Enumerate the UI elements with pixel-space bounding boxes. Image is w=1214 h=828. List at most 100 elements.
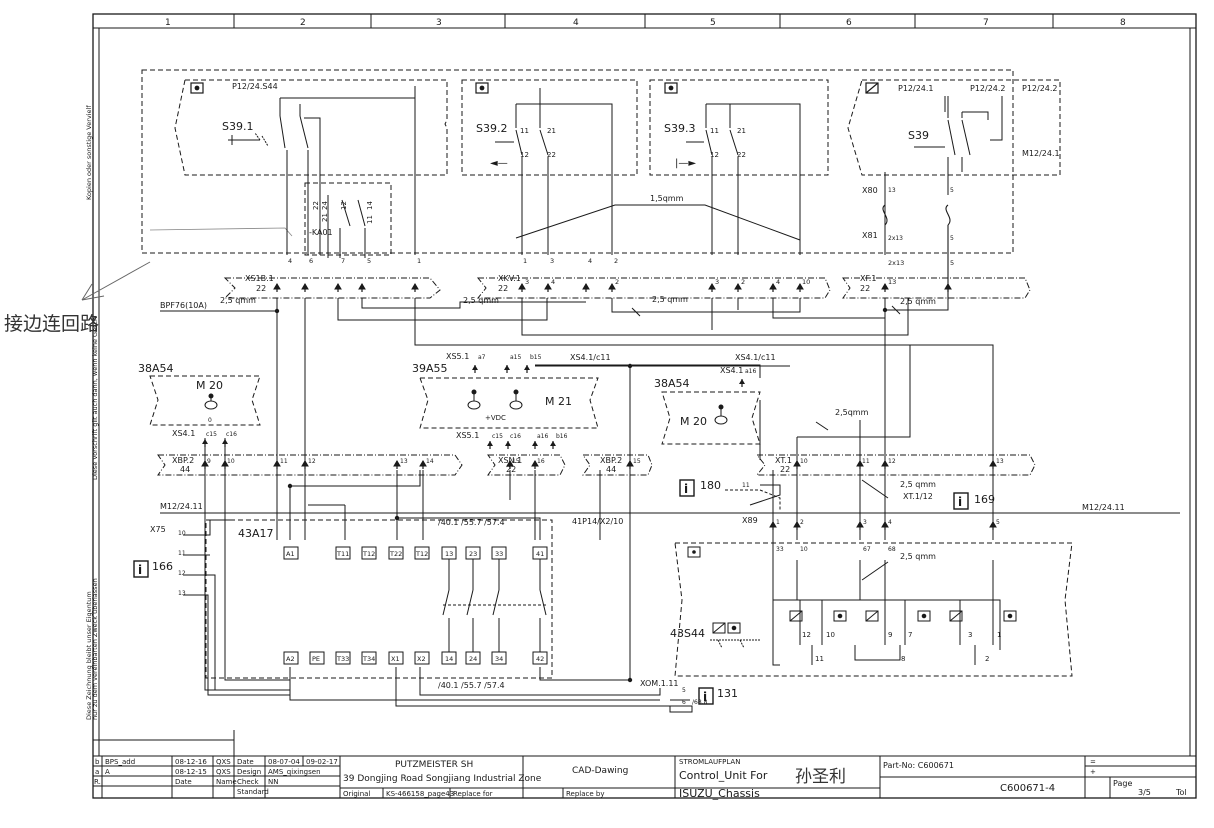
svg-text:Part-No: C600671: Part-No: C600671 xyxy=(883,761,954,770)
switch-ref: S39.3 xyxy=(664,122,695,135)
svg-text:9: 9 xyxy=(888,631,892,639)
svg-text:X80: X80 xyxy=(862,186,878,195)
joystick-icon xyxy=(714,404,728,425)
svg-text:22: 22 xyxy=(547,151,556,159)
svg-text:A1: A1 xyxy=(286,550,295,558)
svg-text:4: 4 xyxy=(776,278,780,286)
svg-text:22: 22 xyxy=(312,201,320,210)
direction-left-icon: ◄— xyxy=(490,158,508,169)
svg-text:2,5 qmm: 2,5 qmm xyxy=(463,296,499,305)
svg-text:2,5 qmm: 2,5 qmm xyxy=(900,552,936,561)
svg-text:M12/24.11: M12/24.11 xyxy=(1082,503,1125,512)
svg-text:a16: a16 xyxy=(745,368,756,375)
svg-text:33: 33 xyxy=(495,550,503,558)
svg-text:PUTZMEISTER SH: PUTZMEISTER SH xyxy=(395,760,473,770)
svg-text:21: 21 xyxy=(547,127,556,135)
svg-text:33: 33 xyxy=(776,546,784,553)
svg-text:a16: a16 xyxy=(537,433,548,440)
handwritten-annotation: 接边连回路 xyxy=(4,227,293,335)
svg-text:34: 34 xyxy=(495,655,503,663)
svg-text:PE: PE xyxy=(312,655,320,663)
svg-text:2,5 qmm: 2,5 qmm xyxy=(900,297,936,306)
svg-text:44: 44 xyxy=(606,465,616,474)
svg-text:T34: T34 xyxy=(362,655,375,663)
svg-text:M 20: M 20 xyxy=(196,379,223,392)
control-panel-boundary xyxy=(141,69,1061,256)
switch-ref: S39.2 xyxy=(476,122,507,135)
svg-text:11: 11 xyxy=(366,215,374,224)
svg-text:14: 14 xyxy=(366,201,374,210)
svg-text:/40.1 /55.7 /57.4: /40.1 /55.7 /57.4 xyxy=(438,681,505,690)
svg-text:4: 4 xyxy=(888,519,892,526)
title-block xyxy=(92,730,1197,799)
net-labels: M12/24.11 M12/24.11 41P14/X2/10 XT.1/12 … xyxy=(150,492,1125,534)
svg-text:44: 44 xyxy=(180,465,190,474)
svg-text:c15: c15 xyxy=(206,431,217,438)
svg-text:X1: X1 xyxy=(391,655,400,663)
svg-text:C600671-4: C600671-4 xyxy=(1000,783,1055,794)
svg-text:23: 23 xyxy=(469,550,477,558)
svg-text:+: + xyxy=(1090,768,1096,776)
info-icon: i xyxy=(133,560,149,578)
svg-text:11: 11 xyxy=(280,458,288,465)
svg-text:11: 11 xyxy=(862,458,870,465)
svg-text:1: 1 xyxy=(417,257,421,265)
svg-text:13: 13 xyxy=(888,187,896,194)
svg-text:12: 12 xyxy=(308,458,316,465)
title-block-text: b BPS_add 08-12-16 QXS a A 08-12-15 QXS … xyxy=(94,758,1187,800)
svg-text:b15: b15 xyxy=(530,354,542,361)
svg-text:a15: a15 xyxy=(510,354,521,361)
svg-text:XS4.1: XS4.1 xyxy=(720,366,743,375)
svg-text:13: 13 xyxy=(996,458,1004,465)
svg-text:QXS: QXS xyxy=(216,768,231,776)
side-note-top: Kopien oder sonstige Vervielf xyxy=(85,105,93,200)
svg-text:M12/24.11: M12/24.11 xyxy=(160,502,203,511)
svg-text:M 21: M 21 xyxy=(545,395,572,408)
svg-text:10: 10 xyxy=(227,458,235,465)
svg-text:i: i xyxy=(138,563,142,577)
svg-text:2: 2 xyxy=(800,519,804,526)
svg-text:5: 5 xyxy=(950,259,954,267)
svg-text:6: 6 xyxy=(309,257,313,265)
svg-text:X81: X81 xyxy=(862,231,878,240)
svg-text:KS-466158_page43: KS-466158_page43 xyxy=(386,790,454,798)
svg-text:41P14/X2/10: 41P14/X2/10 xyxy=(572,517,623,526)
svg-text:22: 22 xyxy=(860,284,870,293)
svg-text:3: 3 xyxy=(525,278,529,286)
svg-text:STROMLAUFPLAN: STROMLAUFPLAN xyxy=(679,758,740,766)
svg-text:22: 22 xyxy=(737,151,746,159)
svg-text:14: 14 xyxy=(445,655,453,663)
svg-text:13: 13 xyxy=(888,278,896,286)
svg-text:2: 2 xyxy=(615,278,619,286)
svg-text:38A54: 38A54 xyxy=(138,362,174,375)
net-label: P12/24.2 xyxy=(1022,84,1058,93)
joystick-icon xyxy=(467,389,523,410)
svg-text:T12: T12 xyxy=(362,550,375,558)
svg-text:i: i xyxy=(703,690,707,704)
svg-text:21: 21 xyxy=(737,127,746,135)
svg-text:3: 3 xyxy=(715,278,719,286)
joystick-icon xyxy=(204,393,218,410)
svg-text:2,5 qmm: 2,5 qmm xyxy=(652,295,688,304)
side-note-bottom-2: nur zu dem vereinbarten Zweck überlassen xyxy=(91,578,99,720)
svg-text:Page: Page xyxy=(1113,779,1132,788)
svg-text:9: 9 xyxy=(207,458,211,465)
svg-text:3: 3 xyxy=(550,257,554,265)
x89-pins: 1 2 3 4 5 xyxy=(769,519,1000,531)
module-38a54-right: 38A54 XS4.1 a16 M 20 xyxy=(654,366,761,445)
cable-labels: 2,5 qmm 2,5 qmm 2,5 qmm 2,5qmm 2,5 qmm 2… xyxy=(463,295,936,561)
svg-text:38A54: 38A54 xyxy=(654,377,690,390)
svg-text:b16: b16 xyxy=(556,433,568,440)
svg-text:XOM.1.11: XOM.1.11 xyxy=(640,679,679,688)
info-icon: i xyxy=(679,479,695,497)
svg-text:4: 4 xyxy=(588,257,592,265)
svg-text:BPF76(10A): BPF76(10A) xyxy=(160,301,207,310)
svg-text:XS1B.1: XS1B.1 xyxy=(245,274,274,283)
svg-text:3: 3 xyxy=(968,631,972,639)
fuse-bpf76: BPF76(10A) 2,5 qmm xyxy=(160,296,278,312)
svg-text:12: 12 xyxy=(802,631,811,639)
svg-text:Date: Date xyxy=(175,778,192,786)
svg-text:11: 11 xyxy=(742,482,750,489)
svg-text:1,5qmm: 1,5qmm xyxy=(650,194,684,203)
svg-text:10: 10 xyxy=(178,530,186,537)
